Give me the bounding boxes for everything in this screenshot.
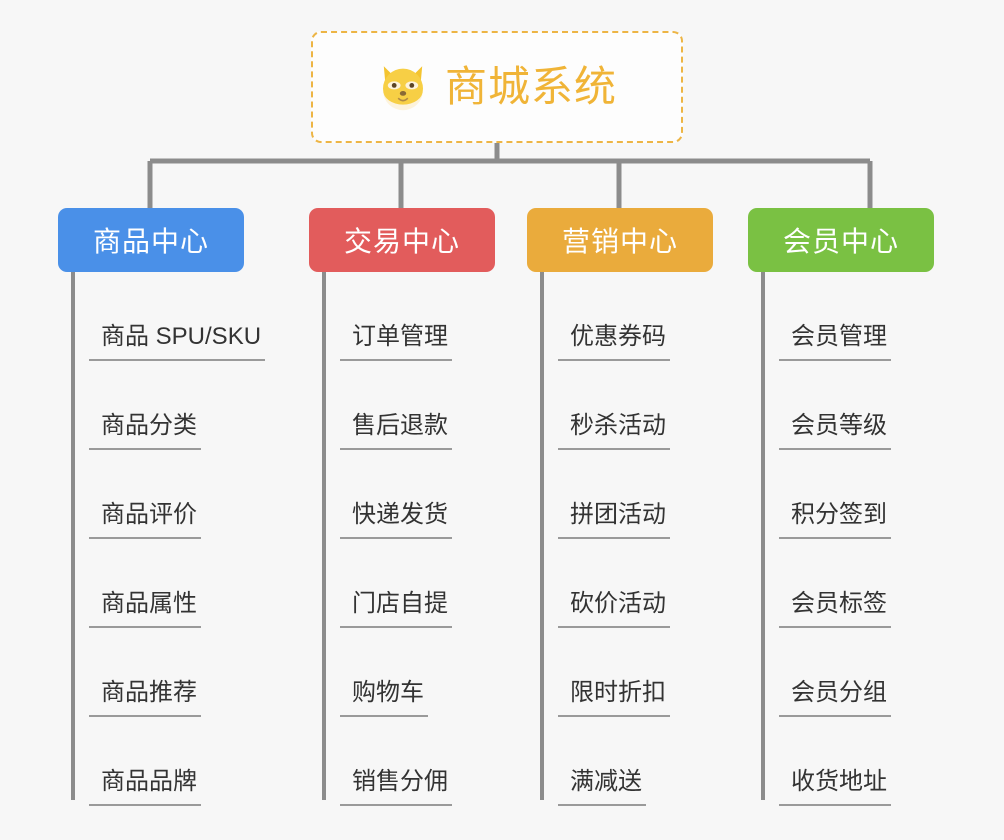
list-item[interactable]: 购物车 <box>309 628 495 717</box>
leaf-label: 会员管理 <box>779 325 891 361</box>
list-item[interactable]: 商品分类 <box>58 361 244 450</box>
list-item[interactable]: 商品属性 <box>58 539 244 628</box>
list-item[interactable]: 会员分组 <box>748 628 934 717</box>
list-item[interactable]: 拼团活动 <box>527 450 713 539</box>
list-item[interactable]: 商品 SPU/SKU <box>58 272 266 361</box>
leaf-list-trade-center: 订单管理 售后退款 快递发货 门店自提 购物车 销售分佣 <box>309 272 495 806</box>
list-item[interactable]: 优惠券码 <box>527 272 713 361</box>
leaf-label: 商品分类 <box>89 414 201 450</box>
leaf-label: 优惠券码 <box>558 325 670 361</box>
leaf-list-member-center: 会员管理 会员等级 积分签到 会员标签 会员分组 收货地址 <box>748 272 934 806</box>
column-trade-center: 交易中心 订单管理 售后退款 快递发货 门店自提 购物车 销售分佣 <box>309 208 495 806</box>
leaf-list-product-center: 商品 SPU/SKU 商品分类 商品评价 商品属性 商品推荐 商品品牌 <box>58 272 266 806</box>
category-header-product-center[interactable]: 商品中心 <box>58 208 244 272</box>
list-item[interactable]: 销售分佣 <box>309 717 495 806</box>
shiba-dog-face-icon <box>382 66 423 111</box>
column-product-center: 商品中心 商品 SPU/SKU 商品分类 商品评价 商品属性 商品推荐 商品品牌 <box>58 208 266 806</box>
category-label: 商品中心 <box>92 226 209 257</box>
leaf-label: 砍价活动 <box>558 592 670 628</box>
leaf-label: 限时折扣 <box>558 681 670 717</box>
leaf-label: 收货地址 <box>779 770 891 806</box>
list-item[interactable]: 积分签到 <box>748 450 934 539</box>
leaf-label: 商品评价 <box>89 503 201 539</box>
leaf-label: 购物车 <box>340 681 428 717</box>
leaf-label: 商品属性 <box>89 592 201 628</box>
leaf-label: 售后退款 <box>340 414 452 450</box>
leaf-label: 满减送 <box>558 770 646 806</box>
root-title: 商城系统 <box>444 63 617 110</box>
leaf-label: 商品品牌 <box>89 770 201 806</box>
leaf-label: 销售分佣 <box>340 770 452 806</box>
list-item[interactable]: 会员等级 <box>748 361 934 450</box>
list-item[interactable]: 售后退款 <box>309 361 495 450</box>
list-item[interactable]: 限时折扣 <box>527 628 713 717</box>
list-item[interactable]: 商品品牌 <box>58 717 244 806</box>
category-label: 营销中心 <box>561 226 678 257</box>
list-item[interactable]: 商品评价 <box>58 450 244 539</box>
list-item[interactable]: 快递发货 <box>309 450 495 539</box>
leaf-label: 秒杀活动 <box>558 414 670 450</box>
list-item[interactable]: 满减送 <box>527 717 713 806</box>
leaf-label: 商品推荐 <box>89 681 201 717</box>
leaf-label: 会员分组 <box>779 681 891 717</box>
category-label: 会员中心 <box>782 226 899 257</box>
leaf-label: 商品 SPU/SKU <box>89 325 266 361</box>
list-item[interactable]: 门店自提 <box>309 539 495 628</box>
list-item[interactable]: 砍价活动 <box>527 539 713 628</box>
list-item[interactable]: 会员标签 <box>748 539 934 628</box>
list-item[interactable]: 秒杀活动 <box>527 361 713 450</box>
category-header-marketing-center[interactable]: 营销中心 <box>527 208 713 272</box>
category-header-member-center[interactable]: 会员中心 <box>748 208 934 272</box>
list-item[interactable]: 收货地址 <box>748 717 934 806</box>
leaf-label: 拼团活动 <box>558 503 670 539</box>
list-item[interactable]: 订单管理 <box>309 272 495 361</box>
leaf-label: 会员等级 <box>779 414 891 450</box>
leaf-list-marketing-center: 优惠券码 秒杀活动 拼团活动 砍价活动 限时折扣 满减送 <box>527 272 713 806</box>
list-item[interactable]: 商品推荐 <box>58 628 244 717</box>
list-item[interactable]: 会员管理 <box>748 272 934 361</box>
category-label: 交易中心 <box>343 226 460 257</box>
leaf-label: 订单管理 <box>340 325 452 361</box>
column-member-center: 会员中心 会员管理 会员等级 积分签到 会员标签 会员分组 收货地址 <box>748 208 934 806</box>
column-marketing-center: 营销中心 优惠券码 秒杀活动 拼团活动 砍价活动 限时折扣 满减送 <box>527 208 713 806</box>
leaf-label: 会员标签 <box>779 592 891 628</box>
leaf-label: 快递发货 <box>340 503 452 539</box>
leaf-label: 积分签到 <box>779 503 891 539</box>
root-node[interactable]: 商城系统 <box>311 31 683 143</box>
category-header-trade-center[interactable]: 交易中心 <box>309 208 495 272</box>
leaf-label: 门店自提 <box>340 592 452 628</box>
